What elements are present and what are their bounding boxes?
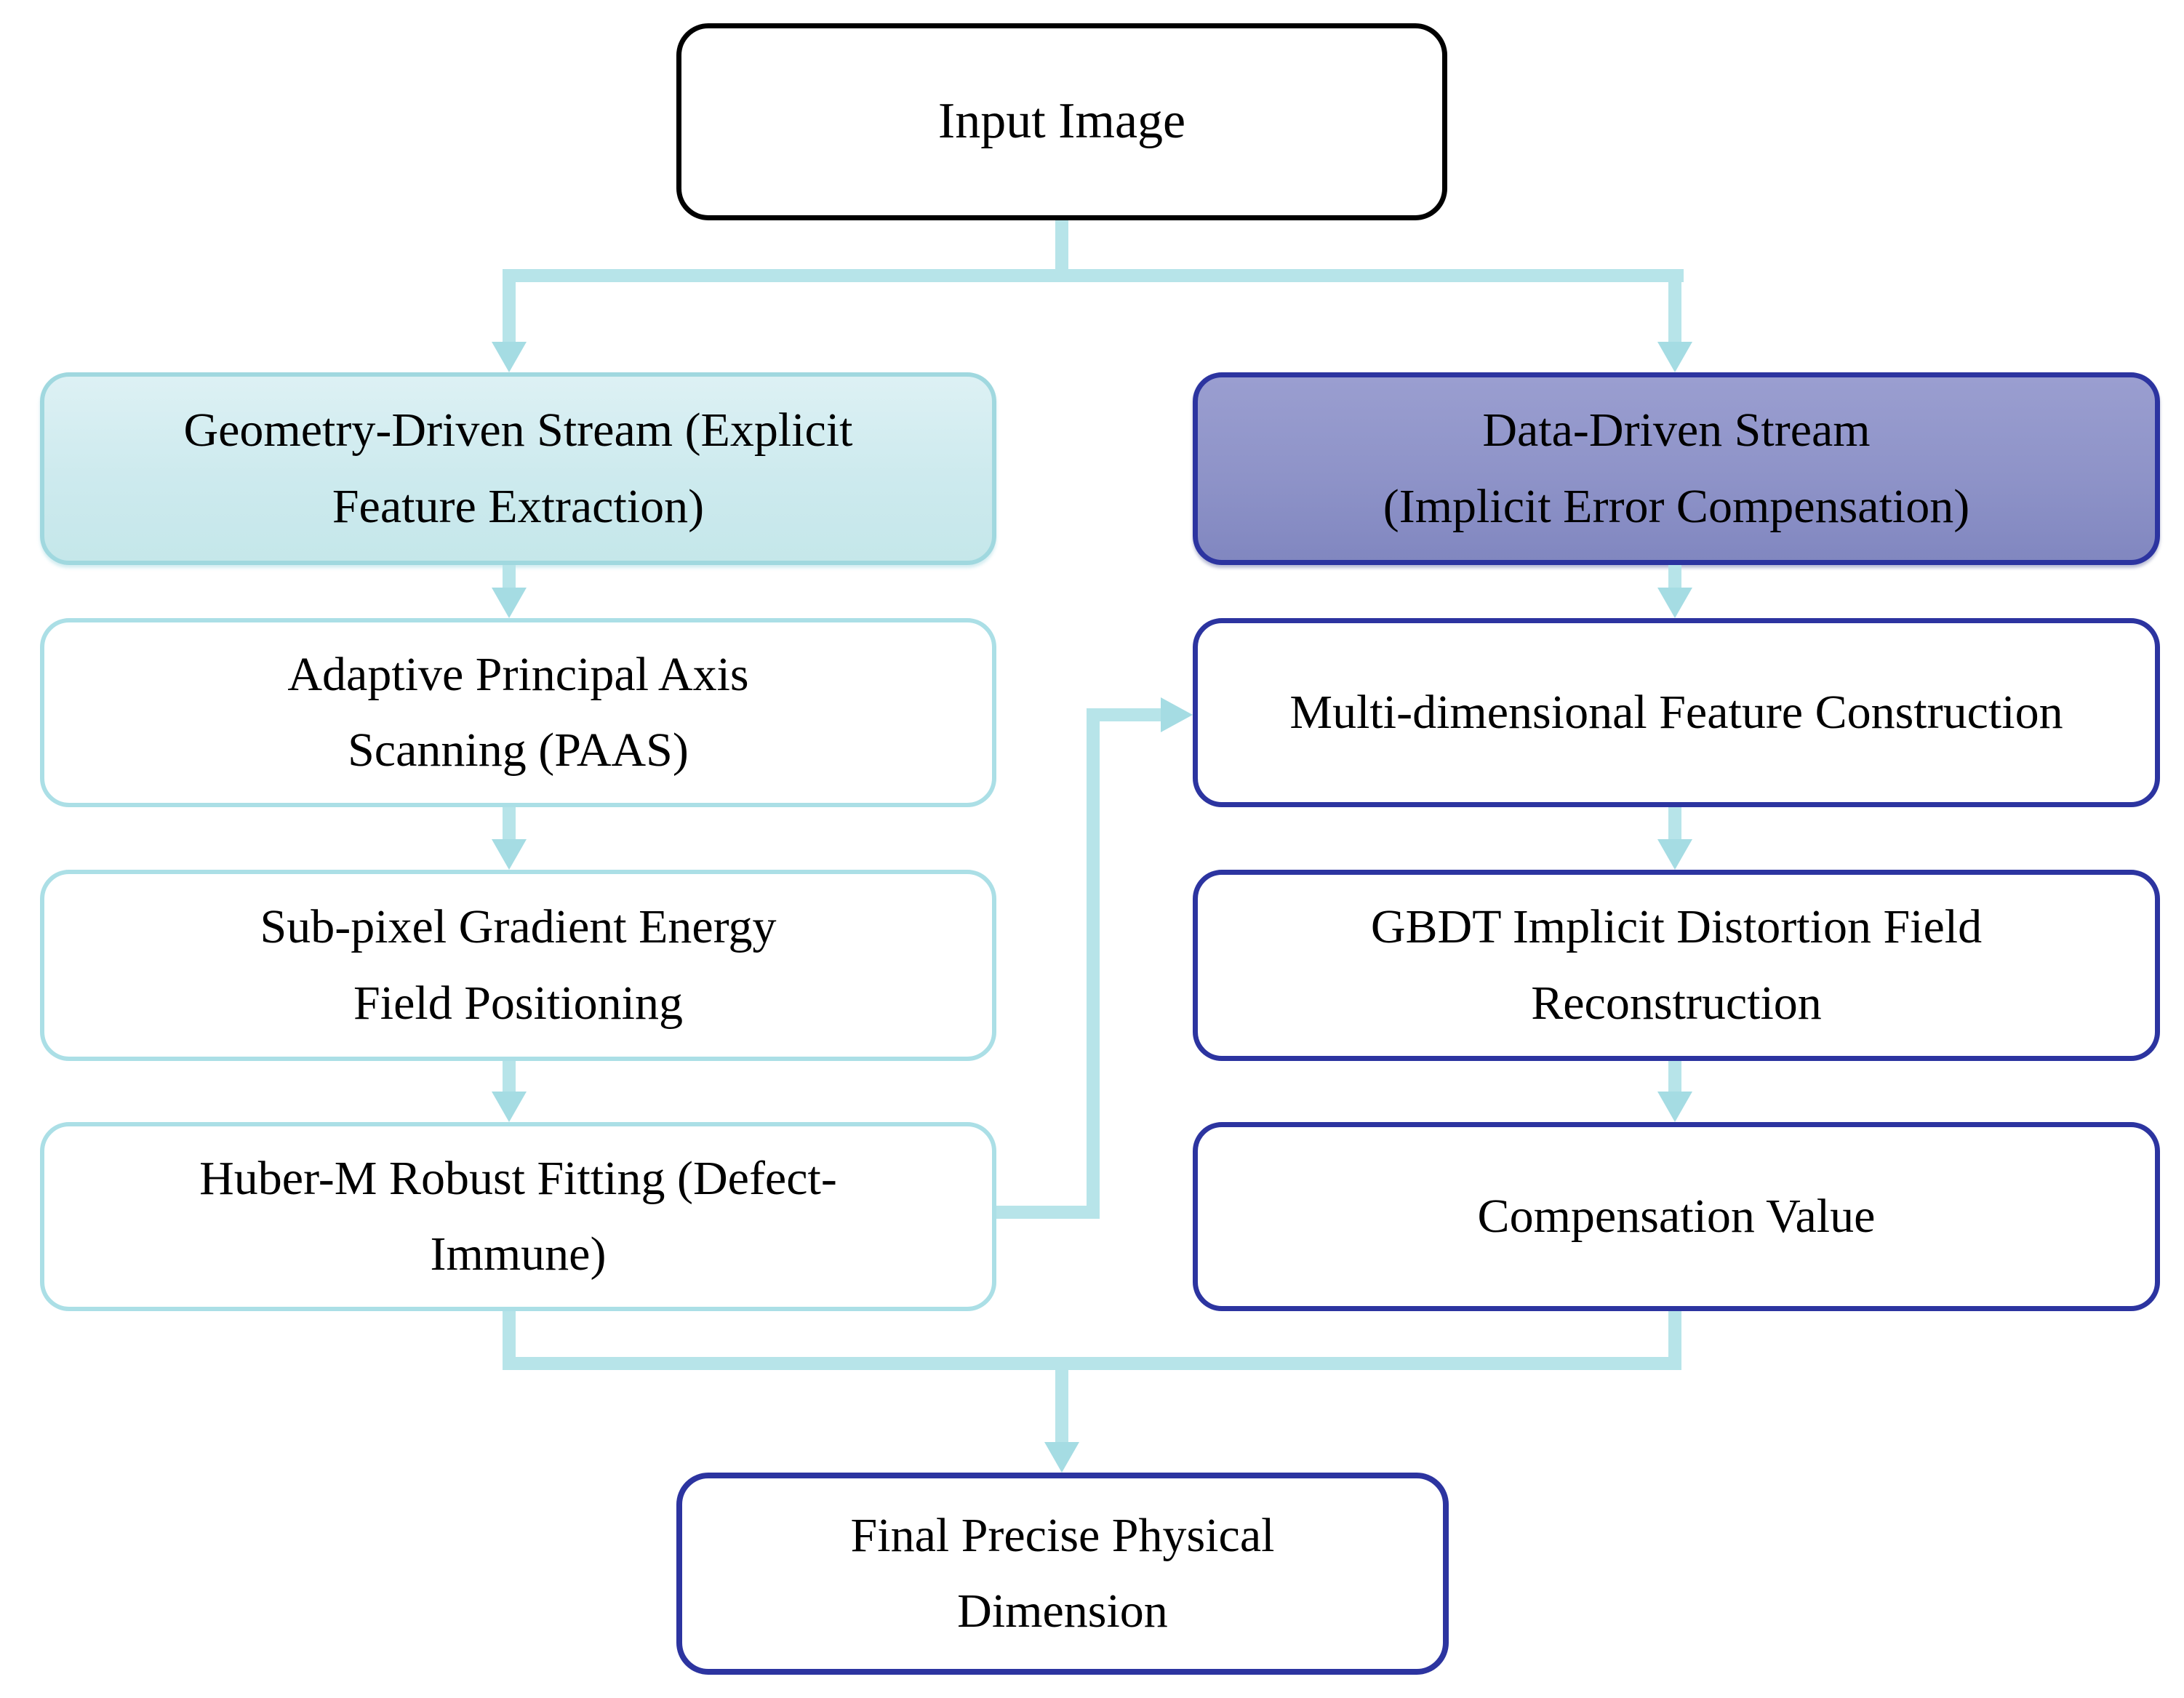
node-input-image: Input Image xyxy=(676,23,1447,220)
connector-input-stem-segment xyxy=(1055,220,1068,276)
arrowhead-into-data-header-icon xyxy=(1657,342,1692,372)
arrowhead-into-final-icon xyxy=(1044,1442,1079,1473)
arrowhead-into-gbdt-icon xyxy=(1657,839,1692,870)
node-gbdt-distortion-field-reconstruction: GBDT Implicit Distortion Field Reconstru… xyxy=(1193,870,2160,1061)
node-huber-m-robust-fitting: Huber-M Robust Fitting (Defect- Immune) xyxy=(40,1122,996,1311)
connector-huber-top-segment xyxy=(1087,708,1161,721)
connector-huber-stub-segment xyxy=(996,1206,1100,1219)
node-geometry-driven-stream-label: Geometry-Driven Stream (Explicit Feature… xyxy=(183,404,853,533)
node-gbdt-distortion-field-reconstruction-label: GBDT Implicit Distortion Field Reconstru… xyxy=(1370,900,1983,1030)
node-compensation-value: Compensation Value xyxy=(1193,1122,2160,1311)
connector-geo1-segment xyxy=(503,565,516,589)
node-multi-dimensional-feature-construction-label: Multi-dimensional Feature Construction xyxy=(1289,685,2063,739)
node-data-driven-stream-label: Data-Driven Stream (Implicit Error Compe… xyxy=(1383,404,1970,533)
arrowhead-into-feature-left-icon xyxy=(1161,697,1193,732)
arrowhead-into-subpixel-icon xyxy=(492,839,527,870)
connector-data1-segment xyxy=(1668,565,1681,589)
node-subpixel-gradient-energy: Sub-pixel Gradient Energy Field Position… xyxy=(40,870,996,1061)
arrowhead-into-compensation-icon xyxy=(1657,1092,1692,1122)
arrowhead-into-paas-icon xyxy=(492,588,527,618)
connector-merge-drop-segment xyxy=(1055,1370,1068,1443)
node-final-precise-physical-dimension: Final Precise Physical Dimension xyxy=(676,1473,1449,1675)
connector-geo3-segment xyxy=(503,1061,516,1093)
arrowhead-into-geometry-header-icon xyxy=(492,342,527,372)
node-subpixel-gradient-energy-label: Sub-pixel Gradient Energy Field Position… xyxy=(260,900,777,1030)
connector-geo2-segment xyxy=(503,807,516,841)
node-adaptive-principal-axis-scanning: Adaptive Principal Axis Scanning (PAAS) xyxy=(40,618,996,807)
node-adaptive-principal-axis-scanning-label: Adaptive Principal Axis Scanning (PAAS) xyxy=(287,647,749,777)
arrowhead-into-feature-icon xyxy=(1657,588,1692,618)
connector-split-right-arm-segment xyxy=(1668,269,1681,342)
node-huber-m-robust-fitting-label: Huber-M Robust Fitting (Defect- Immune) xyxy=(199,1151,837,1281)
node-data-driven-stream: Data-Driven Stream (Implicit Error Compe… xyxy=(1193,372,2160,565)
connector-merge-right-stub-segment xyxy=(1668,1311,1681,1370)
node-multi-dimensional-feature-construction: Multi-dimensional Feature Construction xyxy=(1193,618,2160,807)
arrowhead-into-huber-icon xyxy=(492,1092,527,1122)
node-compensation-value-label: Compensation Value xyxy=(1477,1189,1876,1243)
connector-merge-horizontal-segment xyxy=(503,1357,1681,1370)
connector-huber-vertical-segment xyxy=(1087,708,1100,1219)
connector-data3-segment xyxy=(1668,1061,1681,1093)
node-input-image-label: Input Image xyxy=(937,93,1186,150)
node-geometry-driven-stream: Geometry-Driven Stream (Explicit Feature… xyxy=(40,372,996,565)
node-final-precise-physical-dimension-label: Final Precise Physical Dimension xyxy=(850,1508,1275,1638)
connector-merge-left-stub-segment xyxy=(503,1311,516,1370)
connector-split-horizontal-segment xyxy=(503,269,1684,282)
connector-data2-segment xyxy=(1668,807,1681,841)
connector-split-left-arm-segment xyxy=(503,269,516,342)
